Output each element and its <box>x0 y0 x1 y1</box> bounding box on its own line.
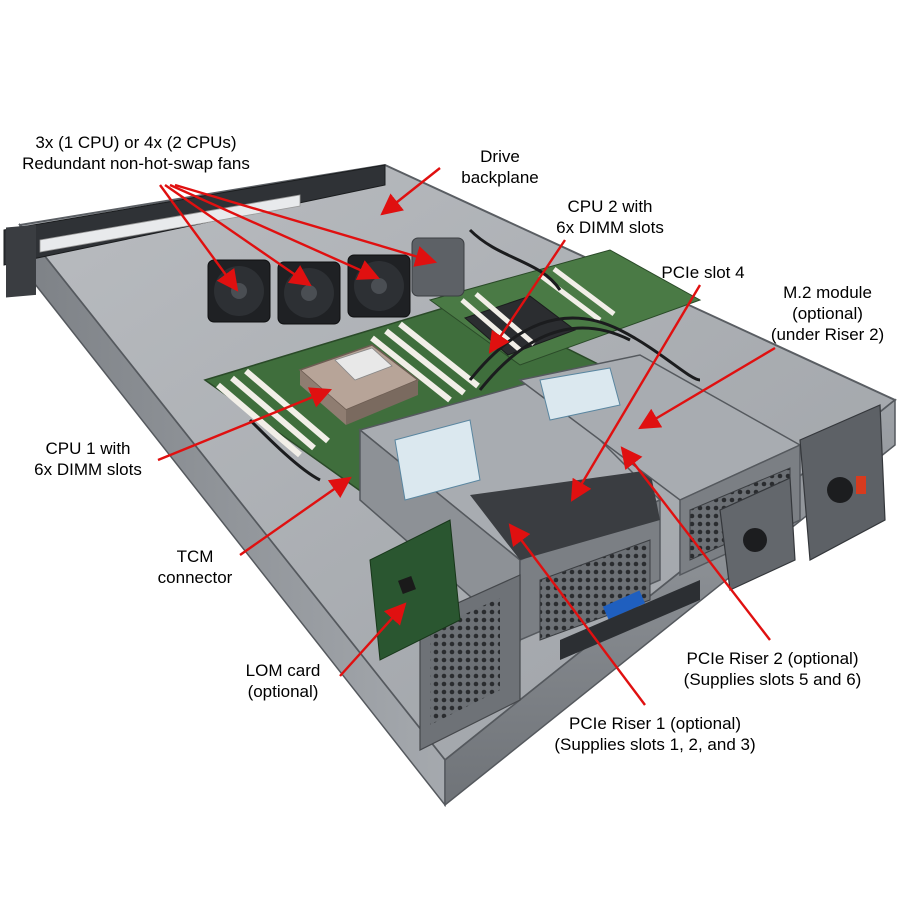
callout-arrows <box>157 167 776 706</box>
arrow-fan-1 <box>159 184 239 292</box>
arrow-fan-2 <box>164 184 312 287</box>
label-cpu1-line1: CPU 1 with <box>45 439 131 458</box>
arrow-lom <box>339 602 407 677</box>
label-cpu2-line1: CPU 2 with <box>567 197 653 216</box>
fan-4-empty <box>411 237 465 297</box>
label-drive-backplane: Drive backplane <box>445 146 555 188</box>
label-lom-card: LOM card (optional) <box>228 660 338 702</box>
label-tcm-connector: TCM connector <box>145 546 245 588</box>
arrow-riser1 <box>508 523 646 706</box>
label-pcie-slot4-line1: PCIe slot 4 <box>661 263 745 282</box>
label-pcie-slot4: PCIe slot 4 <box>648 262 758 283</box>
label-riser1-line2: (Supplies slots 1, 2, and 3) <box>554 735 756 754</box>
label-cpu1: CPU 1 with 6x DIMM slots <box>18 438 158 480</box>
label-cpu2-line2: 6x DIMM slots <box>556 218 664 237</box>
label-lom-line2: (optional) <box>247 682 319 701</box>
label-tcm-line2: connector <box>157 568 233 587</box>
arrow-drive-backplane <box>380 167 441 216</box>
label-fans: 3x (1 CPU) or 4x (2 CPUs) Redundant non-… <box>2 132 270 174</box>
label-m2-module: M.2 module (optional) (under Riser 2) <box>755 282 900 345</box>
label-riser1-line1: PCIe Riser 1 (optional) <box>569 714 741 733</box>
arrow-cpu2 <box>488 239 566 354</box>
label-tcm-line1: TCM <box>176 547 214 566</box>
arrow-riser2 <box>620 446 771 641</box>
label-m2-line3: (under Riser 2) <box>770 325 885 344</box>
fan-1 <box>207 259 271 323</box>
arrow-fan-3 <box>169 183 380 280</box>
arrow-tcm <box>239 476 352 556</box>
power-supplies <box>719 404 886 591</box>
label-m2-line1: M.2 module <box>783 283 872 302</box>
label-pcie-riser-2: PCIe Riser 2 (optional) (Supplies slots … <box>660 648 885 690</box>
label-pcie-riser-1: PCIe Riser 1 (optional) (Supplies slots … <box>525 713 785 755</box>
label-fans-line2: Redundant non-hot-swap fans <box>22 154 250 173</box>
label-cpu2: CPU 2 with 6x DIMM slots <box>540 196 680 238</box>
fan-3 <box>347 254 411 318</box>
arrow-cpu1 <box>157 387 333 462</box>
label-riser2-line2: (Supplies slots 5 and 6) <box>683 670 862 689</box>
label-drive-backplane-line1: Drive <box>480 147 520 166</box>
arrow-m2 <box>638 346 776 430</box>
label-lom-line1: LOM card <box>245 661 321 680</box>
fan-2 <box>277 261 341 325</box>
arrow-pcie-slot4 <box>570 284 702 502</box>
arrow-fan-4 <box>174 183 438 267</box>
label-m2-line2: (optional) <box>792 304 863 323</box>
label-riser2-line1: PCIe Riser 2 (optional) <box>686 649 859 668</box>
label-fans-line1: 3x (1 CPU) or 4x (2 CPUs) <box>35 133 237 152</box>
label-drive-backplane-line2: backplane <box>461 168 539 187</box>
label-cpu1-line2: 6x DIMM slots <box>34 460 142 479</box>
